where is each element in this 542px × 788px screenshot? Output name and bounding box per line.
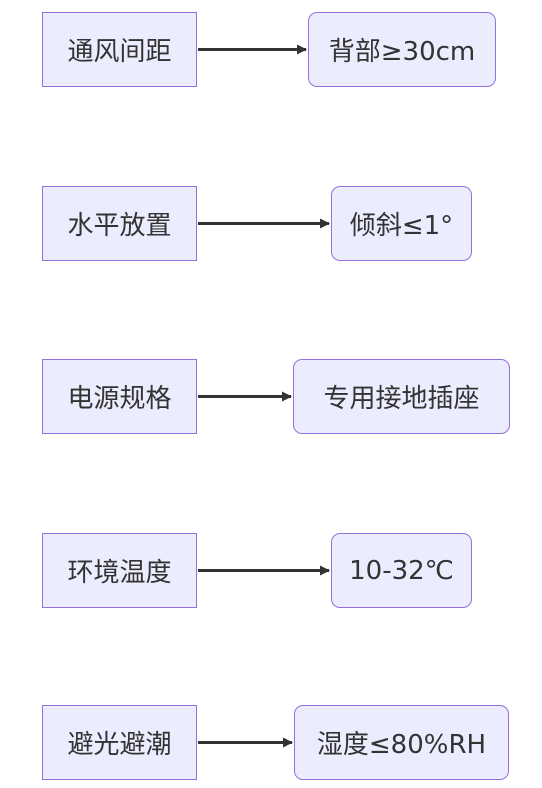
node-label: 通风间距 — [67, 37, 172, 67]
node-tilt-limit: 倾斜≤1° — [331, 186, 472, 261]
node-label: 10-32℃ — [349, 555, 454, 586]
node-temperature-range: 10-32℃ — [331, 533, 472, 608]
node-ventilation-spacing: 通风间距 — [42, 12, 197, 87]
node-label: 电源规格 — [67, 384, 172, 414]
node-label: 湿度≤80%RH — [316, 730, 487, 760]
node-horizontal-placement: 水平放置 — [42, 186, 197, 261]
node-ambient-temperature: 环境温度 — [42, 533, 197, 608]
node-back-clearance: 背部≥30cm — [308, 12, 496, 87]
node-label: 水平放置 — [67, 211, 172, 241]
node-light-moisture-avoid: 避光避潮 — [42, 705, 197, 780]
node-label: 倾斜≤1° — [349, 211, 454, 241]
node-label: 避光避潮 — [67, 730, 172, 760]
node-label: 环境温度 — [67, 558, 172, 588]
node-label: 专用接地插座 — [323, 384, 480, 414]
node-grounded-socket: 专用接地插座 — [293, 359, 510, 434]
node-humidity-limit: 湿度≤80%RH — [294, 705, 509, 780]
node-power-spec: 电源规格 — [42, 359, 197, 434]
node-label: 背部≥30cm — [328, 37, 476, 67]
